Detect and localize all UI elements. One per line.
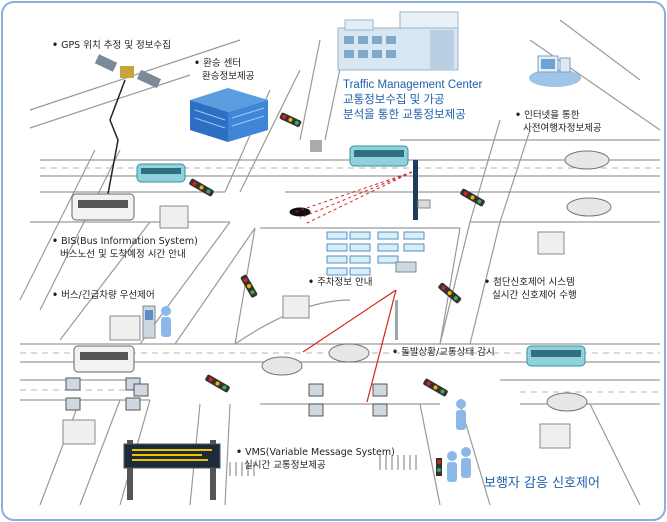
bus-icon bbox=[71, 145, 586, 373]
vms-label: •VMS(Variable Message System) 실시간 교통정보제공 bbox=[236, 447, 395, 471]
tmc-desc-2: 분석을 통한 교통정보제공 bbox=[343, 109, 466, 121]
pedestrian-signal-label: 보행자 감응 신호제어 bbox=[484, 476, 600, 491]
satellite-icon bbox=[94, 54, 162, 89]
camera-pole-icon bbox=[310, 140, 431, 340]
kiosk-icon bbox=[142, 305, 156, 339]
priority-control-label: •버스/긴급차량 우선제어 bbox=[52, 290, 155, 301]
bus-stop-icon bbox=[62, 205, 571, 449]
incident-monitoring-label: •돌발상황/교통상태 감시 bbox=[392, 347, 495, 358]
internet-info-sub: 사전여행자정보제공 bbox=[523, 123, 602, 134]
parking-info-label: •주차정보 안내 bbox=[308, 277, 373, 288]
building-icon bbox=[190, 88, 268, 142]
transfer-center-sub: 환승정보제공 bbox=[202, 71, 255, 82]
vms-sign-icon bbox=[123, 440, 221, 500]
detection-lines bbox=[291, 171, 413, 225]
control-center-icon bbox=[337, 11, 459, 71]
roadside-units bbox=[65, 377, 388, 417]
pedestrian-icon bbox=[161, 306, 471, 482]
vms-sub: 실시간 교통정보제공 bbox=[244, 460, 326, 471]
tmc-title: Traffic Management Center bbox=[343, 79, 483, 91]
transfer-center-label: •환승 센터 환승정보제공 bbox=[194, 58, 255, 82]
car-icon bbox=[261, 150, 612, 412]
internet-info-label: •인터넷을 통한 사전여행자정보제공 bbox=[515, 110, 602, 134]
adaptive-signal-sub: 실시간 신호제어 수행 bbox=[492, 290, 577, 301]
bis-sub: 버스노선 및 도착예정 시간 안내 bbox=[60, 249, 186, 260]
tmc-desc-1: 교통정보수집 및 가공 bbox=[343, 94, 445, 106]
adaptive-signal-label: •첨단신호제어 시스템 실시간 신호제어 수행 bbox=[484, 277, 577, 301]
bis-label: •BIS(Bus Information System) 버스노선 및 도착예정… bbox=[52, 236, 198, 260]
communication-lines bbox=[302, 289, 397, 403]
gps-signal-line bbox=[104, 79, 126, 211]
crosswalk bbox=[229, 455, 417, 476]
traffic-signal-icon bbox=[189, 112, 485, 476]
gps-label: •GPS 위치 추정 및 정보수집 bbox=[52, 40, 171, 51]
computer-icon bbox=[529, 55, 581, 87]
tmc-label: Traffic Management Center 교통정보수집 및 가공 분석… bbox=[343, 78, 482, 123]
parking-board-icon bbox=[326, 231, 425, 276]
